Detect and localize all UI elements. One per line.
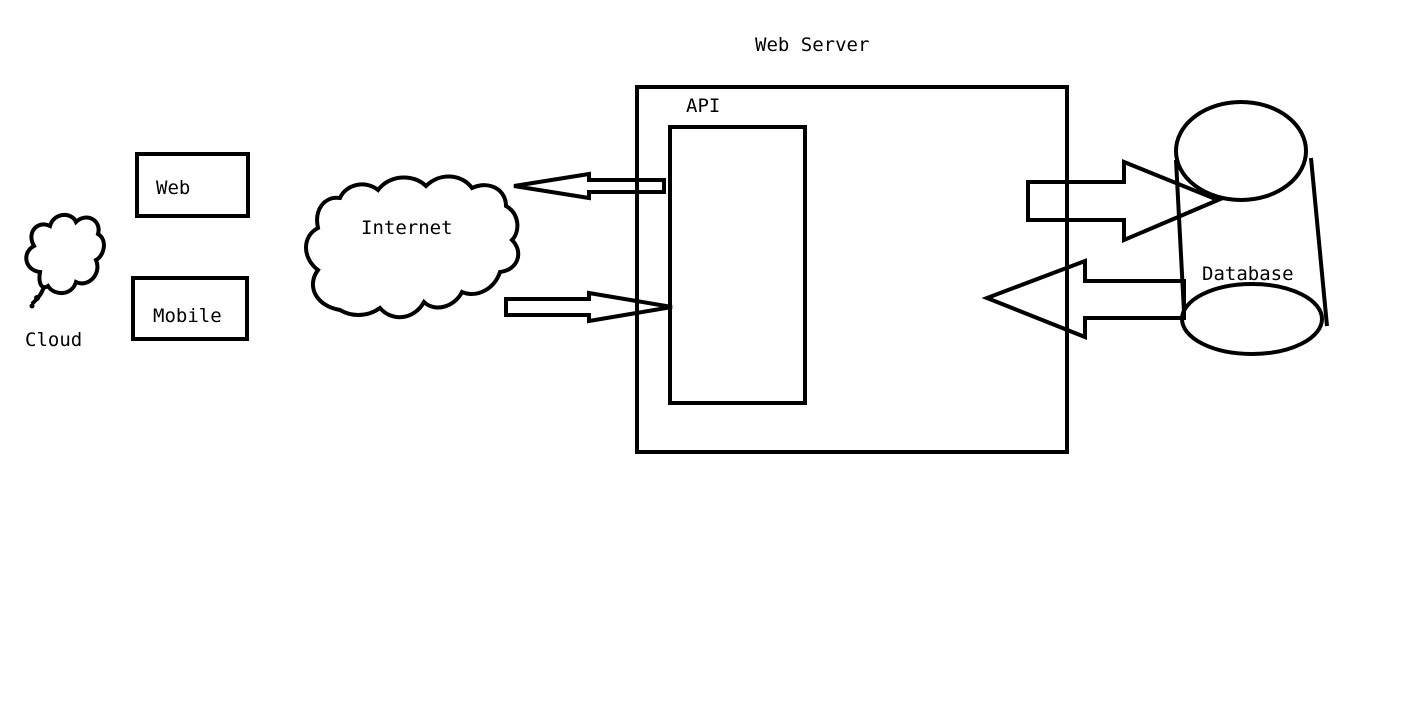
internet-label: Internet	[361, 217, 453, 239]
web-server-box	[635, 85, 1069, 454]
internet-cloud-icon	[304, 174, 521, 319]
request-arrow	[504, 290, 673, 324]
mobile-client-label: Mobile	[153, 305, 222, 327]
query-arrow	[1026, 159, 1224, 244]
database-label: Database	[1202, 263, 1294, 285]
result-arrow	[981, 258, 1186, 340]
database-cylinder-icon	[1174, 100, 1329, 356]
response-arrow	[513, 171, 666, 201]
cloud-icon	[24, 213, 106, 309]
web-client-label: Web	[156, 177, 190, 199]
web-server-label: Web Server	[755, 34, 869, 56]
mobile-client-box	[131, 276, 249, 341]
api-box	[668, 125, 807, 405]
web-client-box	[135, 152, 250, 218]
api-label: API	[686, 95, 720, 117]
cloud-label: Cloud	[25, 329, 82, 351]
